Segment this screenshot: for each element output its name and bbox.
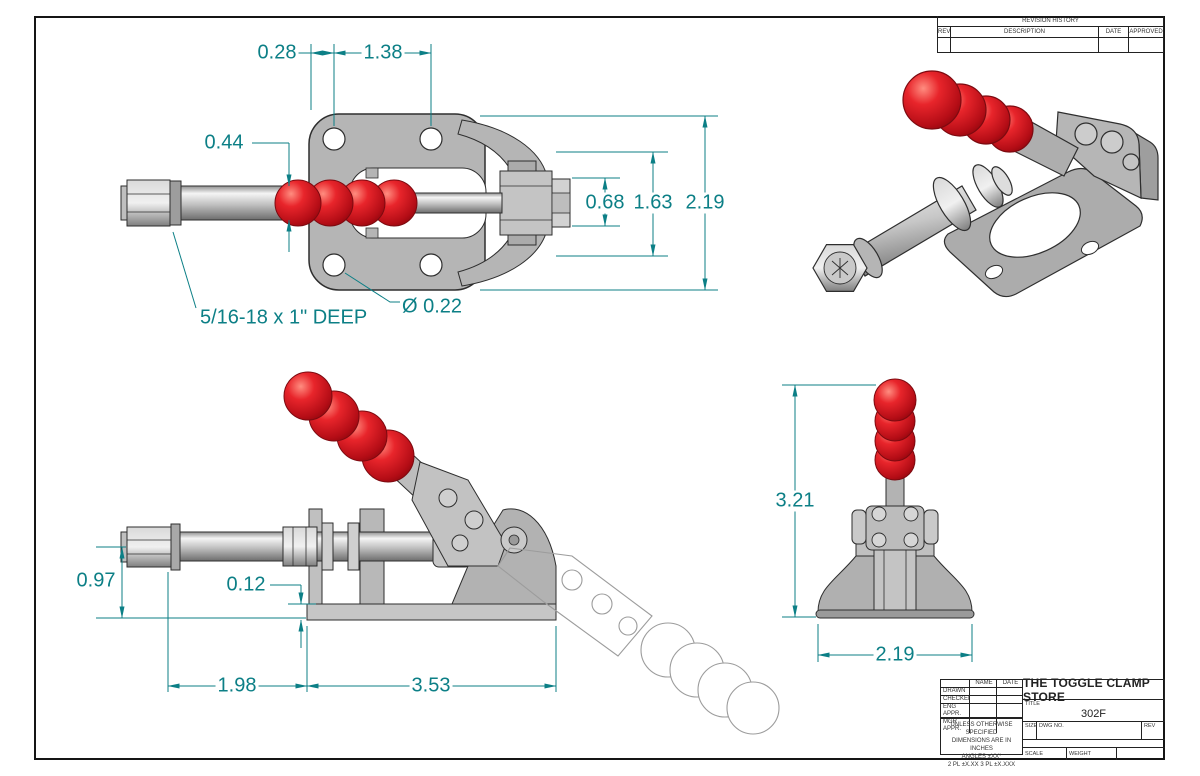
tolerance-note: UNLESS OTHERWISE SPECIFIED DIMENSIONS AR… [940,718,1023,768]
dim-label-1-63: 1.63 [631,191,675,214]
mgr-appr-row-label: MGR APPR. [941,719,970,733]
eng-appr-row-label: ENG APPR. [941,704,970,719]
title-row: TITLE 302F [1023,700,1165,722]
dim-label-0-68: 0.68 [583,191,627,214]
dim-label-0-28: 0.28 [255,41,299,64]
rev-column-header: REV [938,27,951,37]
tolerance-note-line1: UNLESS OTHERWISE SPECIFIED [950,722,1013,736]
blank-row [1023,740,1165,748]
rev-label: REV [1144,723,1156,729]
size-label: SIZE [1025,723,1038,729]
phantom-handle-outline [497,547,780,735]
approval-table: NAME DATE DRAWN CHECKED ENG APPR. MGR AP… [940,679,1023,733]
dim-label-3-53: 3.53 [409,674,453,697]
side-view [120,371,780,735]
dim-label-1-98: 1.98 [215,674,259,697]
dim-label-0-12: 0.12 [224,573,268,596]
hole-diameter-callout: Ø 0.22 [399,295,465,318]
tolerance-note-line3: ANGLES ±XX° [961,754,1002,760]
top-view [120,113,571,291]
tolerance-note-line4: 2 PL ±X.XX 3 PL ±X.XXX [947,762,1016,768]
dwg-no-label: DWG NO. [1039,723,1064,729]
checked-row-label: CHECKED [941,696,970,704]
title-block: NAME DATE DRAWN CHECKED ENG APPR. MGR AP… [940,676,1165,768]
isometric-view [812,70,1159,298]
date-column-header: DATE [1099,27,1129,37]
size-dwg-rev-row: SIZE DWG NO. REV [1023,722,1165,740]
part-number: 302F [1080,708,1107,720]
weight-label: WEIGHT [1069,751,1091,757]
date-column-header-tb: DATE [997,680,1022,688]
title-label: TITLE [1025,701,1040,707]
revision-history-title: REVISION HISTORY [938,16,1163,27]
dim-label-3-21: 3.21 [773,489,817,512]
dim-label-0-97: 0.97 [74,569,118,592]
name-column-header: NAME [970,680,997,688]
company-name: THE TOGGLE CLAMP STORE [1023,676,1165,704]
drawing-border [34,16,1165,760]
dim-label-2-19: 2.19 [683,191,727,214]
revision-table: REVISION HISTORY REV DESCRIPTION DATE AP… [937,16,1164,53]
thread-callout: 5/16-18 x 1" DEEP [198,306,370,329]
revision-table-header: REV DESCRIPTION DATE APPROVED [938,27,1163,38]
drawn-row-label: DRAWN [941,688,970,696]
approved-column-header: APPROVED [1129,29,1163,35]
scale-label: SCALE [1025,751,1044,757]
tolerance-note-line2: DIMENSIONS ARE IN INCHES [951,738,1012,752]
description-column-header: DESCRIPTION [951,27,1099,37]
revision-table-empty-row [938,38,1163,52]
front-view [815,378,975,619]
scale-weight-row: SCALE WEIGHT [1023,748,1165,760]
dim-label-0-44: 0.44 [202,131,246,154]
dim-label-1-38: 1.38 [361,41,405,64]
dim-label-2-19-front: 2.19 [873,643,917,666]
